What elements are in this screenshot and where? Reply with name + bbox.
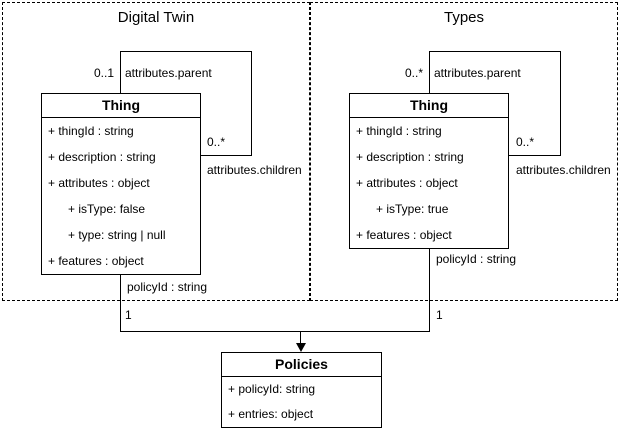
attribute-row-description: + description : string <box>356 150 464 164</box>
container-types-title: Types <box>443 9 485 26</box>
multiplicity-children-digital-twin: 0..* <box>207 135 226 149</box>
attribute-row-features: + features : object <box>48 254 144 268</box>
attribute-row-istype: + isType: true <box>376 202 449 216</box>
attribute-row-entries: + entries: object <box>228 407 314 421</box>
edge-digital-twin-to-policies-vertical <box>120 275 121 332</box>
multiplicity-policy-digital-twin: 1 <box>125 308 132 322</box>
edge-types-to-policies-vertical <box>429 249 430 332</box>
edge-label-policyid-types: policyId : string <box>436 252 517 266</box>
class-thing-digital-twin: Thing + thingId : string + description :… <box>41 93 201 275</box>
class-policies: Policies + policyId: string + entries: o… <box>221 352 382 428</box>
attribute-row-thingid: + thingId : string <box>48 124 134 138</box>
container-types: Types <box>310 2 618 301</box>
attribute-row-policyid: + policyId: string <box>228 382 316 396</box>
edge-label-parent-types: attributes.parent <box>434 66 521 80</box>
edge-label-children-types: attributes.children <box>516 163 611 177</box>
edge-merge-horizontal <box>120 331 430 332</box>
class-policies-title: Policies <box>222 353 381 377</box>
edge-label-parent-digital-twin: attributes.parent <box>125 66 212 80</box>
class-thing-types-title: Thing <box>350 94 508 118</box>
edge-to-policies-stem <box>300 331 301 344</box>
class-thing-types: Thing + thingId : string + description :… <box>349 93 509 249</box>
attribute-row-description: + description : string <box>48 150 156 164</box>
attribute-row-type: + type: string | null <box>68 228 166 242</box>
attribute-row-attributes: + attributes : object <box>356 176 458 190</box>
attribute-row-thingid: + thingId : string <box>356 124 442 138</box>
attribute-row-istype: + isType: false <box>68 202 146 216</box>
container-digital-twin-title: Digital Twin <box>117 9 195 26</box>
class-thing-digital-twin-title: Thing <box>42 94 200 118</box>
multiplicity-parent-digital-twin: 0..1 <box>93 66 114 80</box>
container-digital-twin: Digital Twin <box>2 2 310 301</box>
multiplicity-policy-types: 1 <box>436 308 443 322</box>
multiplicity-children-types: 0..* <box>516 135 535 149</box>
edge-label-children-digital-twin: attributes.children <box>207 163 302 177</box>
attribute-row-attributes: + attributes : object <box>48 176 150 190</box>
arrowhead-down-icon <box>296 343 306 352</box>
edge-label-policyid-digital-twin: policyId : string <box>127 280 208 294</box>
multiplicity-parent-types: 0..* <box>404 66 423 80</box>
attribute-row-features: + features : object <box>356 228 452 242</box>
